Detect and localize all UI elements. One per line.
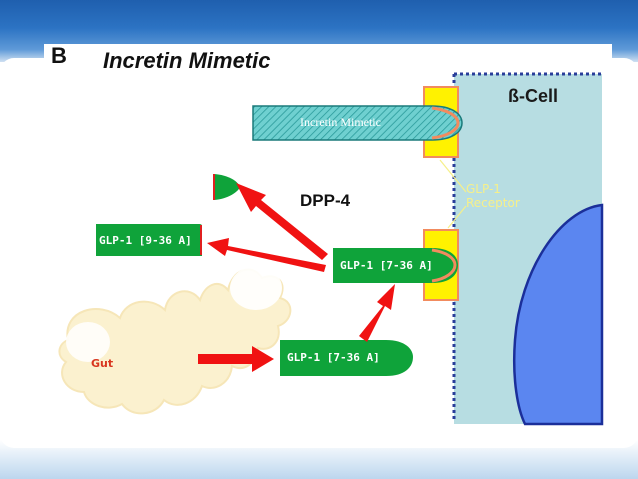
- glp1-binding-edge: [431, 248, 457, 283]
- glp1-released-shape: [280, 340, 413, 376]
- gut-label: Gut: [91, 357, 114, 370]
- beta-cell-label: ß-Cell: [508, 86, 559, 106]
- dpp4-label: DPP-4: [300, 191, 351, 210]
- receptor-pointer-top: [439, 159, 467, 193]
- glp1-9-36-label: GLP-1 [9-36 A]: [99, 234, 192, 247]
- arrow-gut-to-released: [198, 346, 274, 372]
- incretin-mimetic-molecule: [252, 105, 463, 141]
- cleaved-fragment: [214, 174, 240, 200]
- cell-membrane: [452, 72, 602, 420]
- glp1-released-label: GLP-1 [7-36 A]: [287, 351, 380, 364]
- gut: [58, 266, 292, 415]
- arrow-released-to-bound: [359, 284, 395, 342]
- receptor-label: GLP-1 Receptor: [466, 182, 520, 210]
- glp1-9-36-shape: [96, 224, 202, 256]
- glp1-bound-shape: [333, 248, 458, 283]
- arrow-to-inactive: [207, 238, 326, 272]
- receptor-pointer-bottom: [447, 205, 467, 229]
- incretin-mimetic-label: Incretin Mimetic: [300, 115, 381, 129]
- arrow-to-fragment: [236, 183, 328, 260]
- panel-title: Incretin Mimetic: [103, 48, 271, 73]
- panel-letter: B: [51, 43, 67, 68]
- nucleus: [512, 203, 604, 426]
- arrows: [198, 183, 395, 372]
- mimetic-binding-edge: [431, 106, 460, 140]
- receptor-label-line2: Receptor: [466, 196, 520, 210]
- glp1-bound-label: GLP-1 [7-36 A]: [340, 259, 433, 272]
- receptor-label-line1: GLP-1: [466, 182, 501, 196]
